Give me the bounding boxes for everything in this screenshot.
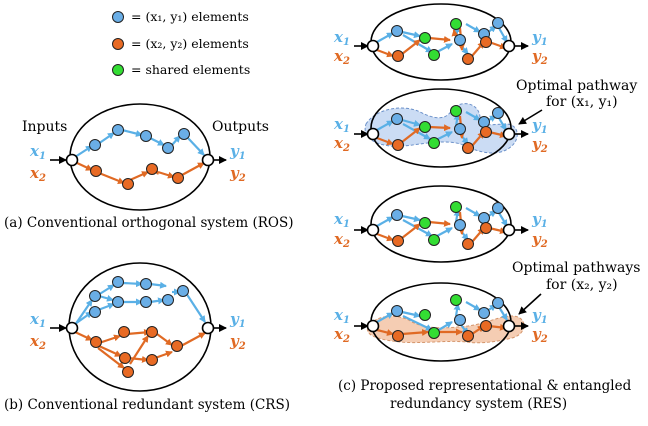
legend-blue-label: = (x₁, y₁) elements: [131, 9, 249, 24]
input-node: [65, 321, 79, 335]
svg-text:y2: y2: [531, 47, 548, 67]
legend-green-label: = shared elements: [131, 62, 250, 77]
legend-blue-dot: [112, 11, 124, 23]
input-node: [65, 153, 79, 167]
res-network-1: x1 x2 y1 y2: [333, 3, 548, 81]
caption-c-line1: (c) Proposed representational & entangle…: [338, 378, 632, 394]
svg-text:x2: x2: [333, 47, 350, 67]
caption-a: (a) Conventional orthogonal system (ROS): [4, 215, 294, 231]
x1-label: x1: [29, 310, 46, 330]
system-ellipse: [68, 262, 212, 392]
panel-a-ros: Inputs Outputs x1 x2 y1 y2: [4, 103, 294, 231]
system-ellipse: [69, 103, 211, 211]
optimal-pathway-highlight-orange: [367, 315, 525, 344]
x2-label: x2: [29, 332, 46, 352]
svg-text:x1: x1: [333, 115, 350, 135]
y2-label: y2: [229, 332, 246, 352]
y2-label: y2: [229, 164, 246, 184]
svg-text:x2: x2: [333, 325, 350, 345]
legend: = (x₁, y₁) elements = (x₂, y₂) elements …: [112, 9, 250, 77]
x2-label: x2: [29, 164, 46, 184]
svg-text:y2: y2: [531, 230, 548, 250]
optimal-pathway-1-sublabel: for (x₁, y₁): [546, 94, 618, 110]
res-network-2: x1 x2 y1 y2: [333, 78, 637, 168]
svg-text:x2: x2: [333, 134, 350, 154]
legend-orange-dot: [112, 38, 124, 50]
y1-label: y1: [229, 310, 246, 330]
outputs-label: Outputs: [212, 119, 269, 135]
svg-text:y2: y2: [531, 135, 548, 155]
svg-text:x2: x2: [333, 230, 350, 250]
svg-text:y1: y1: [531, 210, 548, 230]
legend-orange-label: = (x₂, y₂) elements: [131, 36, 249, 51]
svg-text:y1: y1: [531, 306, 548, 326]
res-network-4: x1 x2 y1 y2: [333, 260, 640, 362]
svg-text:x1: x1: [333, 306, 350, 326]
legend-green-dot: [112, 64, 124, 76]
svg-text:x1: x1: [333, 210, 350, 230]
output-node: [201, 153, 215, 167]
annotation-arrow-2: [518, 293, 542, 315]
caption-b: (b) Conventional redundant system (CRS): [4, 397, 290, 413]
optimal-pathway-2-sublabel: for (x₂, y₂): [546, 277, 618, 293]
svg-text:x1: x1: [333, 28, 350, 48]
svg-text:y2: y2: [531, 325, 548, 345]
optimal-pathway-2-label: Optimal pathways: [512, 260, 640, 276]
svg-text:y1: y1: [531, 116, 548, 136]
annotation-arrow-1: [518, 109, 543, 125]
res-network-3: x1 x2 y1 y2: [333, 185, 548, 263]
caption-c-line2: redundancy system (RES): [390, 396, 567, 412]
output-node: [201, 321, 215, 335]
optimal-pathway-1-label: Optimal pathway: [516, 78, 637, 94]
panel-c-res: x1 x2 y1 y2: [333, 3, 640, 412]
panel-b-crs: x1 x2 y1 y2: [4, 262, 290, 413]
inputs-label: Inputs: [22, 119, 67, 135]
x1-label: x1: [29, 142, 46, 162]
y1-label: y1: [229, 142, 246, 162]
svg-text:y1: y1: [531, 28, 548, 48]
